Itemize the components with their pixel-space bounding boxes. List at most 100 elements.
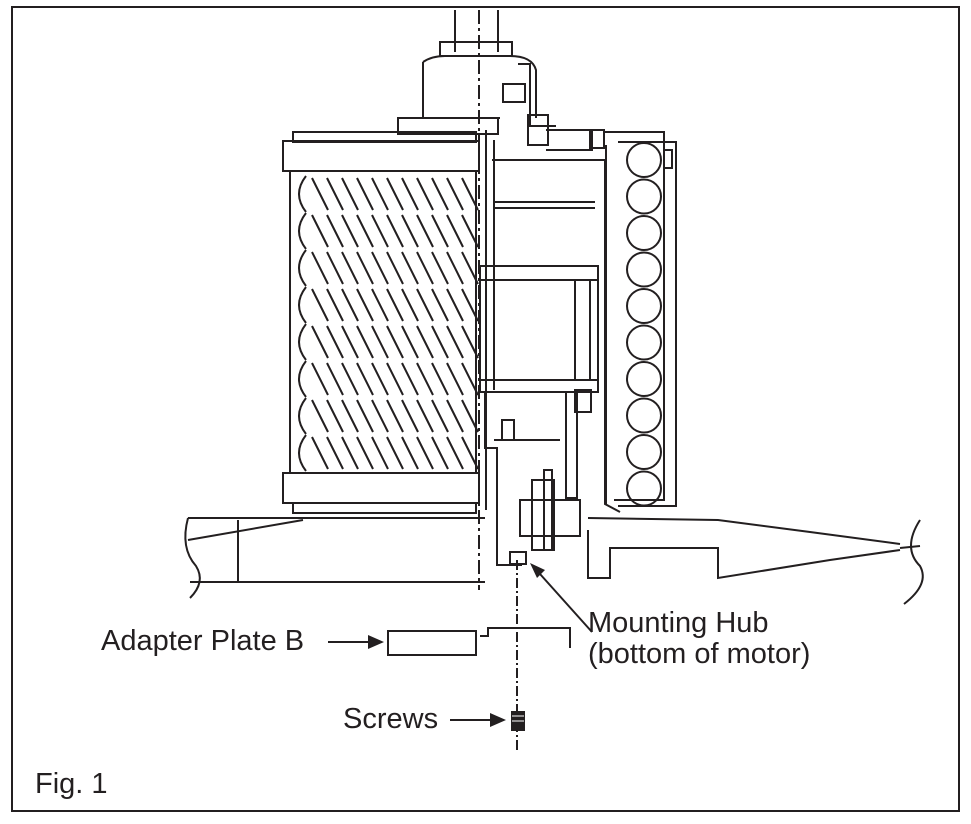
adapter-arrow-icon <box>368 635 384 649</box>
winding-strand <box>311 177 329 211</box>
winding-strand <box>386 214 404 248</box>
winding-strand <box>386 325 404 359</box>
winding-turn <box>298 323 307 361</box>
winding-strand <box>371 288 389 322</box>
winding-strand <box>446 214 464 248</box>
winding-strand <box>431 177 449 211</box>
winding-strand <box>461 251 479 285</box>
winding-strand <box>341 325 359 359</box>
winding-strand <box>311 288 329 322</box>
winding-strand <box>356 288 374 322</box>
adapter-plate-label: Adapter Plate B <box>101 625 305 657</box>
winding-strand <box>311 251 329 285</box>
winding-strand <box>386 251 404 285</box>
winding-strand <box>341 214 359 248</box>
screws-arrow-icon <box>490 713 506 727</box>
winding-strand <box>416 399 434 433</box>
winding-strand <box>326 288 344 322</box>
winding-strand <box>416 362 434 396</box>
winding-strand <box>371 325 389 359</box>
winding-strand <box>461 288 479 322</box>
winding-strand <box>431 399 449 433</box>
winding-strand <box>356 214 374 248</box>
winding-strand <box>416 214 434 248</box>
rotor-rollers <box>626 142 662 507</box>
mounting-hub-label: Mounting Hub (bottom of motor) <box>588 608 810 670</box>
winding-strand <box>341 436 359 470</box>
winding-turn <box>298 286 307 324</box>
winding-strand <box>446 399 464 433</box>
winding-strand <box>431 251 449 285</box>
winding-strand <box>326 362 344 396</box>
mounting-hub-line1: Mounting Hub <box>588 607 769 639</box>
hub-arrow-icon <box>530 563 545 578</box>
roller <box>626 361 662 397</box>
screw-icon <box>511 711 525 731</box>
winding-strand <box>326 436 344 470</box>
winding-strand <box>416 251 434 285</box>
roller <box>626 142 662 178</box>
winding-strand <box>416 325 434 359</box>
winding-strand <box>341 362 359 396</box>
winding-strand <box>386 362 404 396</box>
winding-strand <box>326 325 344 359</box>
winding-strand <box>401 177 419 211</box>
winding-strand <box>326 251 344 285</box>
winding-strand <box>341 177 359 211</box>
winding-strand <box>416 288 434 322</box>
winding-strand <box>311 214 329 248</box>
winding-strand <box>341 288 359 322</box>
winding-strand <box>311 399 329 433</box>
winding-turn <box>298 434 307 472</box>
top-housing <box>397 10 556 135</box>
winding-strand <box>341 251 359 285</box>
figure-label: Fig. 1 <box>35 768 108 800</box>
winding-strand <box>431 325 449 359</box>
winding-strand <box>356 362 374 396</box>
roller <box>626 215 662 251</box>
winding-strand <box>461 399 479 433</box>
winding-strand <box>446 436 464 470</box>
winding-strand <box>371 251 389 285</box>
winding-strand <box>461 177 479 211</box>
winding-strand <box>401 325 419 359</box>
winding-strand <box>446 362 464 396</box>
winding-strand <box>386 177 404 211</box>
screws-label: Screws <box>343 703 439 735</box>
roller <box>626 251 662 288</box>
winding-strand <box>431 288 449 322</box>
fan-blade-left <box>184 517 485 599</box>
winding-strand <box>386 436 404 470</box>
winding-strand <box>461 362 479 396</box>
leader-arrows <box>328 563 593 727</box>
winding-strand <box>356 177 374 211</box>
winding-strand <box>311 325 329 359</box>
winding-strand <box>401 362 419 396</box>
winding-strand <box>461 214 479 248</box>
winding-strand <box>326 177 344 211</box>
winding-strand <box>341 399 359 433</box>
fan-blade-right <box>587 517 924 605</box>
coil-windings <box>298 175 479 472</box>
winding-strand <box>446 325 464 359</box>
roller <box>626 178 662 215</box>
winding-strand <box>311 436 329 470</box>
winding-strand <box>401 399 419 433</box>
winding-strand <box>446 288 464 322</box>
winding-strand <box>401 288 419 322</box>
winding-turn <box>298 212 307 250</box>
roller <box>626 470 662 507</box>
winding-strand <box>386 288 404 322</box>
winding-strand <box>416 177 434 211</box>
winding-strand <box>371 214 389 248</box>
winding-strand <box>401 251 419 285</box>
winding-strand <box>461 325 479 359</box>
roller <box>626 434 662 470</box>
winding-strand <box>356 436 374 470</box>
winding-strand <box>431 436 449 470</box>
winding-strand <box>401 436 419 470</box>
rotor-ring <box>603 131 677 507</box>
winding-strand <box>371 177 389 211</box>
winding-turn <box>298 175 307 213</box>
